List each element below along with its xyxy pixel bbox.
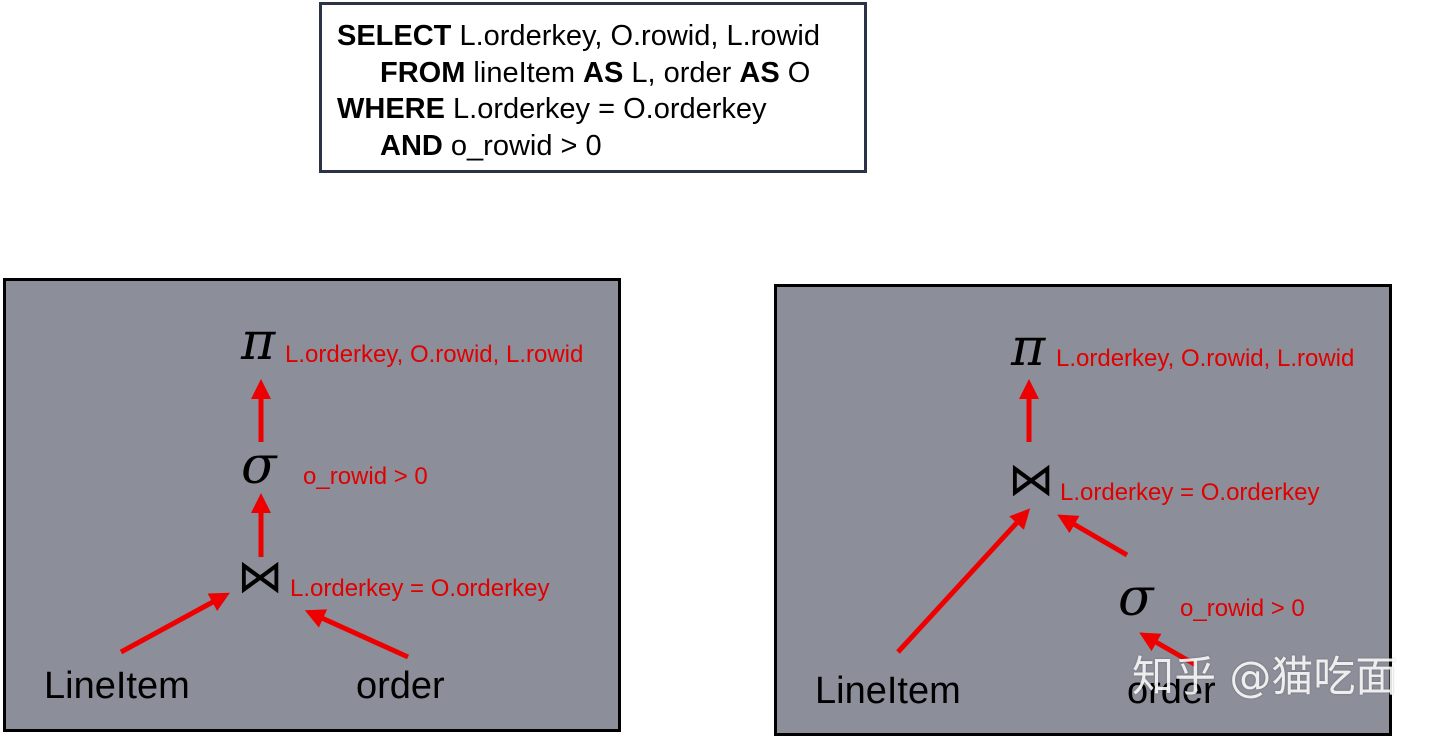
right-relation-order: order	[1127, 670, 1216, 712]
sql-and-keyword: AND	[380, 129, 443, 162]
sql-from-relation-1: lineItem	[465, 56, 584, 89]
left-selection-label: o_rowid > 0	[303, 463, 428, 490]
sql-from-line: FROM lineItem AS L, order AS O	[337, 55, 864, 92]
sql-as-keyword-1: AS	[583, 56, 624, 89]
left-projection-label: L.orderkey, O.rowid, L.rowid	[285, 341, 584, 368]
sql-and-line: AND o_rowid > 0	[337, 128, 864, 165]
sql-query-box: SELECT L.orderkey, O.rowid, L.rowid FROM…	[319, 2, 867, 173]
right-relation-lineitem: LineItem	[815, 670, 961, 712]
left-join-label: L.orderkey = O.orderkey	[290, 575, 550, 602]
left-selection-symbol: σ	[241, 436, 277, 496]
watermark: 知乎 @猫吃面	[1132, 652, 1398, 701]
right-selection-symbol: σ	[1118, 568, 1154, 628]
right-join-label: L.orderkey = O.orderkey	[1060, 479, 1320, 506]
left-join-symbol: ⋈	[237, 549, 283, 603]
sql-select-keyword: SELECT	[337, 20, 452, 52]
sql-and-condition: o_rowid > 0	[442, 129, 602, 162]
sql-from-keyword: FROM	[380, 56, 466, 89]
right-join-symbol: ⋈	[1008, 452, 1054, 506]
right-selection-label: o_rowid > 0	[1180, 595, 1305, 622]
right-plan-panel	[774, 284, 1392, 736]
sql-select-columns: L.orderkey, O.rowid, L.rowid	[451, 20, 820, 52]
left-projection-symbol: π	[241, 312, 276, 372]
left-relation-lineitem: LineItem	[44, 665, 190, 707]
sql-from-middle: L, order	[623, 56, 740, 89]
sql-as-keyword-2: AS	[739, 56, 780, 89]
sql-from-relation-2: O	[779, 56, 811, 89]
sql-select-line: SELECT L.orderkey, O.rowid, L.rowid	[337, 18, 864, 55]
sql-where-condition: L.orderkey = O.orderkey	[444, 93, 767, 125]
sql-where-keyword: WHERE	[337, 93, 445, 125]
right-projection-label: L.orderkey, O.rowid, L.rowid	[1056, 345, 1355, 372]
left-relation-order: order	[356, 665, 445, 707]
right-projection-symbol: π	[1011, 318, 1046, 378]
sql-where-line: WHERE L.orderkey = O.orderkey	[337, 91, 864, 128]
